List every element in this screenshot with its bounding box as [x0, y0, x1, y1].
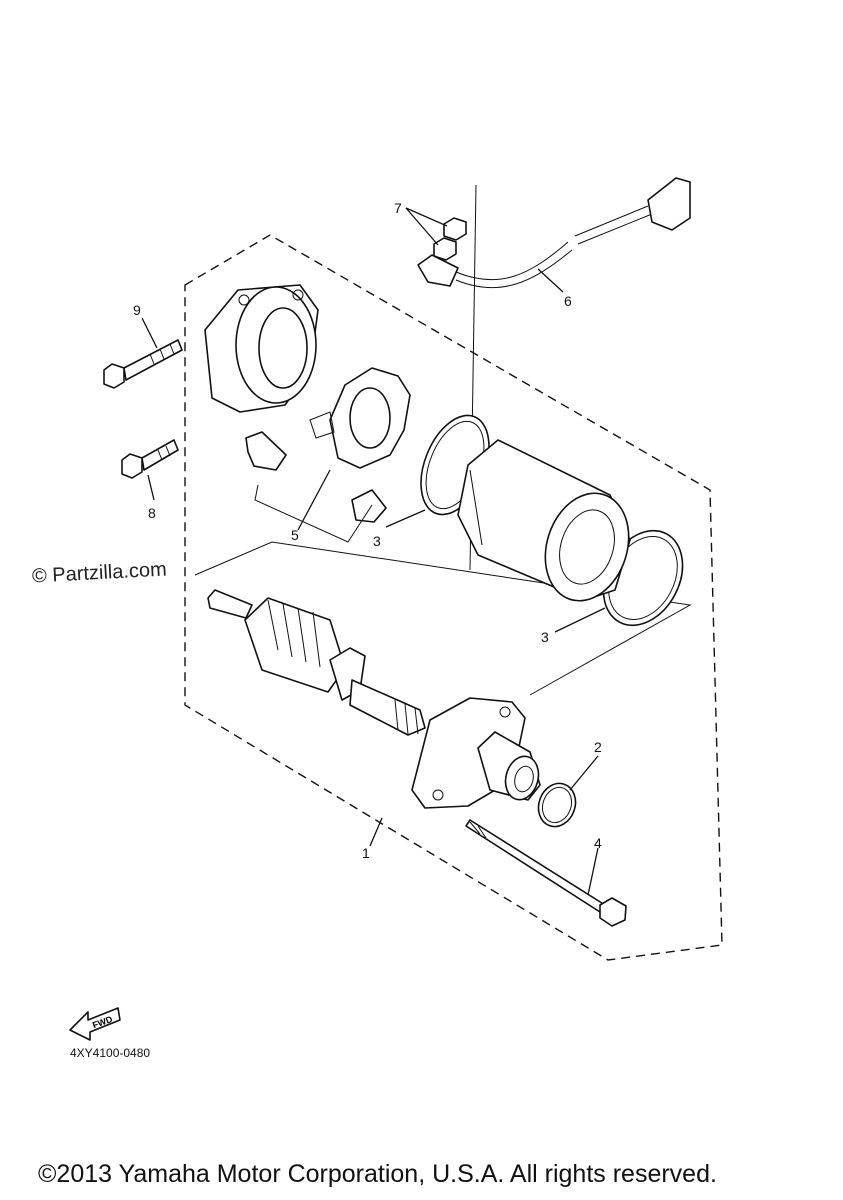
assembly-outline: [184, 234, 723, 961]
callout-5: 5: [291, 527, 299, 543]
fwd-arrow-icon: FWD: [69, 1007, 121, 1041]
leader-5-bracket: [254, 484, 373, 543]
front-cover[interactable]: [411, 697, 543, 809]
brush-set-5[interactable]: [245, 411, 387, 523]
nut-7a[interactable]: [443, 217, 467, 241]
armature[interactable]: [207, 589, 426, 736]
callout-3b: 3: [541, 629, 549, 645]
lead-wire-6[interactable]: [417, 177, 691, 289]
bolt-9[interactable]: [103, 339, 183, 389]
callout-6: 6: [564, 293, 572, 309]
copyright-notice: ©2013 Yamaha Motor Corporation, U.S.A. A…: [38, 1160, 717, 1188]
callout-4: 4: [594, 835, 602, 851]
rear-cover[interactable]: [204, 284, 319, 413]
brush-plate[interactable]: [329, 367, 411, 469]
bolt-8[interactable]: [121, 439, 179, 479]
callout-8: 8: [148, 505, 156, 521]
o-ring-2[interactable]: [533, 778, 582, 832]
subassembly-outline: [194, 541, 692, 696]
nut-7b[interactable]: [433, 237, 457, 261]
callout-9: 9: [133, 302, 141, 318]
callout-3a: 3: [373, 533, 381, 549]
fwd-label: FWD: [91, 1014, 114, 1031]
through-bolt-4[interactable]: [465, 819, 627, 927]
callout-1: 1: [362, 845, 370, 861]
callout-2: 2: [594, 739, 602, 755]
leader-lines: [141, 207, 606, 896]
diagram-code: 4XY4100-0480: [70, 1046, 151, 1060]
callout-7: 7: [394, 200, 402, 216]
yoke-body[interactable]: [457, 439, 642, 612]
